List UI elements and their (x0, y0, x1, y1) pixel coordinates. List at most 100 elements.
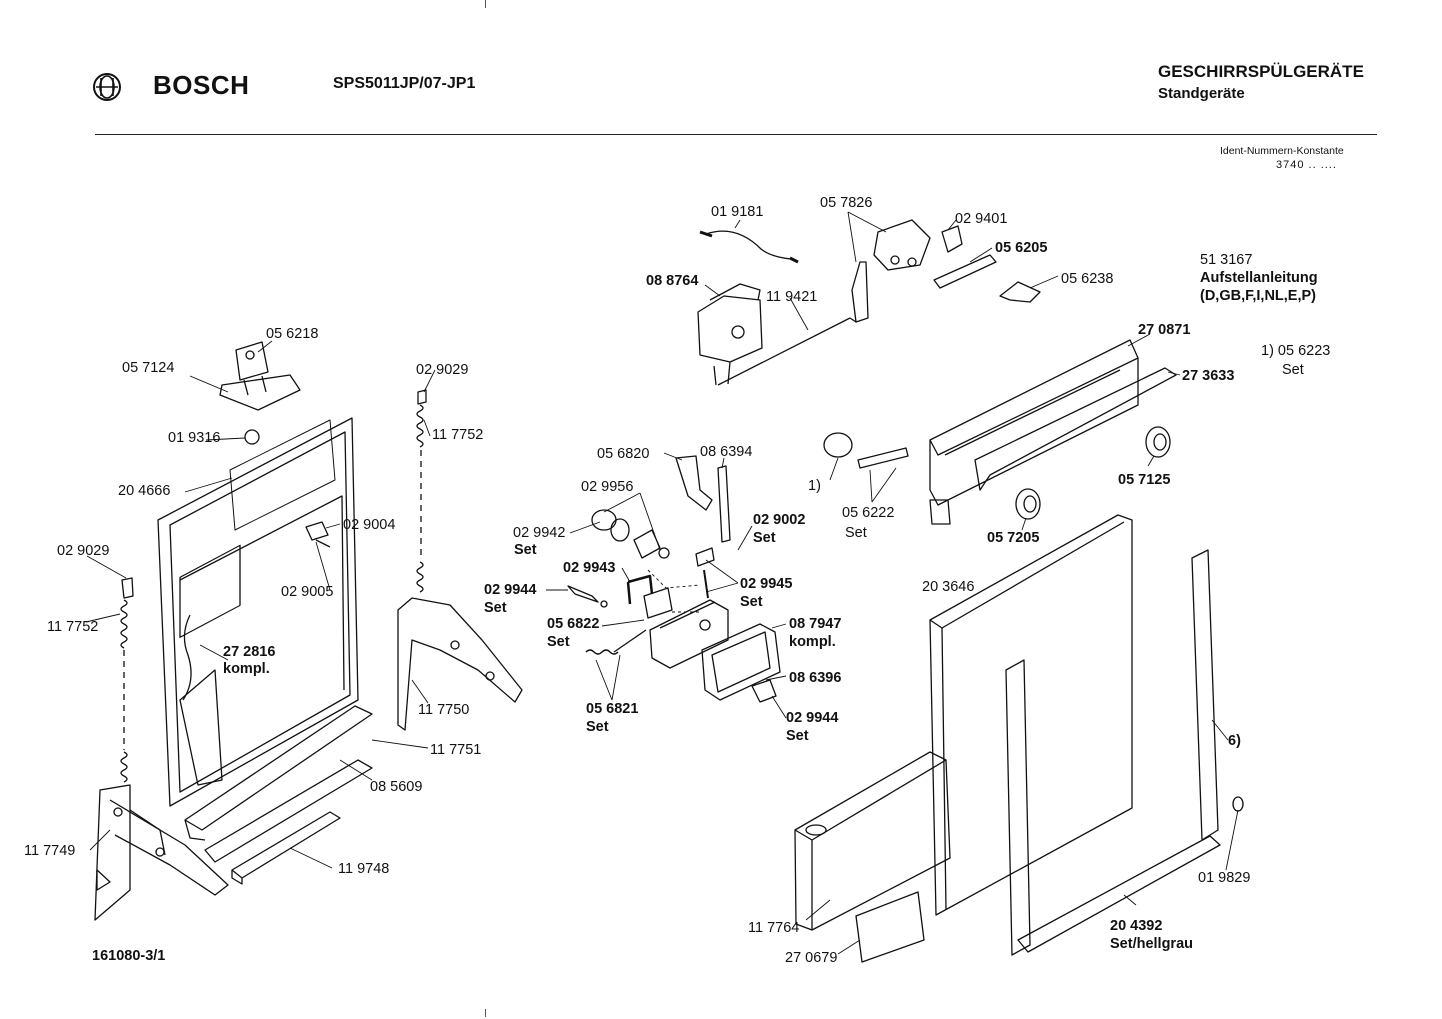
part-label: 02 9944 (484, 582, 536, 598)
seal-plate (643, 587, 673, 619)
drawing-number: 161080-3/1 (92, 948, 165, 964)
part-label: 20 4392 (1110, 918, 1162, 934)
part-02-9956 (633, 529, 661, 559)
part-label: 27 2816 (223, 644, 275, 660)
brand-name: BOSCH (153, 70, 250, 100)
part-label: (D,GB,F,I,NL,E,P) (1200, 288, 1316, 304)
part-label: 01 9316 (168, 430, 220, 446)
switch-block-05-7826 (873, 219, 931, 271)
part-label: 27 0679 (785, 950, 837, 966)
part-label: 02 9401 (955, 211, 1007, 227)
detergent-dispenser-08-7947 (649, 599, 781, 701)
part-label: 11 9748 (338, 861, 389, 877)
part-label: 02 9945 (740, 576, 792, 592)
part-label: 02 9002 (753, 512, 805, 528)
clip-part (244, 429, 260, 445)
right-door-spring (416, 389, 427, 593)
part-label: Set (547, 634, 570, 650)
part-label: 02 9956 (581, 479, 633, 495)
part-label: 05 6821 (586, 701, 638, 717)
part-label: 05 7125 (1118, 472, 1170, 488)
header-divider (95, 134, 1377, 135)
registration-mark-top (485, 0, 486, 8)
lever-05-6820 (675, 455, 713, 511)
part-label: 02 9005 (281, 584, 333, 600)
pin-02-9944 (567, 585, 599, 603)
part-label: 02 9942 (513, 525, 565, 541)
part-label: 02 9029 (416, 362, 468, 378)
part-label: 20 3646 (922, 579, 974, 595)
part-label: Set (484, 600, 507, 616)
part-label: Set (786, 728, 809, 744)
part-label: 11 7752 (432, 427, 483, 443)
part-label: 08 8764 (646, 273, 698, 289)
indicator-dial (823, 432, 853, 458)
part-label: 6) (1228, 733, 1241, 749)
control-panel (929, 339, 1177, 525)
part-label: Set (586, 719, 609, 735)
rod-08-6394 (717, 465, 731, 543)
part-label: Set (845, 525, 867, 541)
screw-01-9829 (1232, 796, 1244, 812)
pin-05-6205 (933, 254, 997, 289)
part-label: Set/hellgrau (1110, 936, 1193, 952)
part-label: 11 7764 (748, 920, 799, 936)
registration-mark-bottom (485, 1009, 486, 1017)
part-label: 05 7826 (820, 195, 872, 211)
indicator-slide (857, 447, 909, 469)
leader-lines (85, 211, 1239, 955)
part-label: 08 7947 (789, 616, 841, 632)
knob-05-7205 (1015, 488, 1041, 520)
side-trim-frame-20-4392 (1005, 549, 1221, 956)
part-label: 11 7749 (24, 843, 75, 859)
part-label: 27 0871 (1138, 322, 1190, 338)
part-label: 01 9181 (711, 204, 763, 220)
part-label: Set (1282, 362, 1304, 378)
part-label: 11 7750 (418, 702, 469, 718)
part-label: 05 7124 (122, 360, 174, 376)
pin-02-9944-b (751, 679, 777, 703)
part-label: 51 3167 (1200, 252, 1252, 268)
part-label: 11 7752 (47, 619, 98, 635)
part-label: 1) 05 6223 (1261, 343, 1330, 359)
lever-05-7826 (851, 261, 869, 323)
part-label: Set (740, 594, 763, 610)
part-label: 05 6218 (266, 326, 318, 342)
part-label: 02 9943 (563, 560, 615, 576)
part-label: 11 7751 (430, 742, 481, 758)
bracket-27-0679 (855, 891, 925, 963)
part-label: 01 9829 (1198, 870, 1250, 886)
part-label: 05 6205 (995, 240, 1047, 256)
ident-label: Ident-Nummern-Konstante (1220, 145, 1344, 157)
cable-01-9181 (705, 230, 792, 260)
part-label: 08 5609 (370, 779, 422, 795)
ident-value: 3740 .. .... (1276, 159, 1337, 171)
part-label: 08 6394 (700, 444, 752, 460)
inner-door-frame (157, 417, 359, 807)
part-label: Set (514, 542, 537, 558)
cap-02-9942 (591, 509, 617, 531)
part-label: 1) (808, 478, 821, 494)
knob-05-7125 (1145, 426, 1171, 458)
part-label: 05 6238 (1061, 271, 1113, 287)
part-label: 08 6396 (789, 670, 841, 686)
program-switch-08-8764 (697, 283, 763, 386)
part-label: 02 9029 (57, 543, 109, 559)
bosch-armature-icon (93, 73, 121, 101)
plate-02-9945 (695, 547, 715, 567)
rod-11-9421 (717, 317, 851, 386)
part-02-9401 (941, 225, 963, 253)
part-label: 05 6222 (842, 505, 894, 521)
bracket-part (305, 521, 329, 541)
door-latch (219, 341, 301, 411)
part-label: Aufstellanleitung (1200, 270, 1318, 286)
part-label: 05 6822 (547, 616, 599, 632)
spring-05-6821 (585, 649, 619, 655)
spring-05-6238 (999, 281, 1041, 303)
outer-door-panel-20-3646 (929, 514, 1133, 916)
right-door-hinge (397, 597, 523, 731)
category-subtitle: Standgeräte (1158, 85, 1245, 102)
part-label: 02 9944 (786, 710, 838, 726)
bottom-trim-parts (184, 705, 373, 885)
